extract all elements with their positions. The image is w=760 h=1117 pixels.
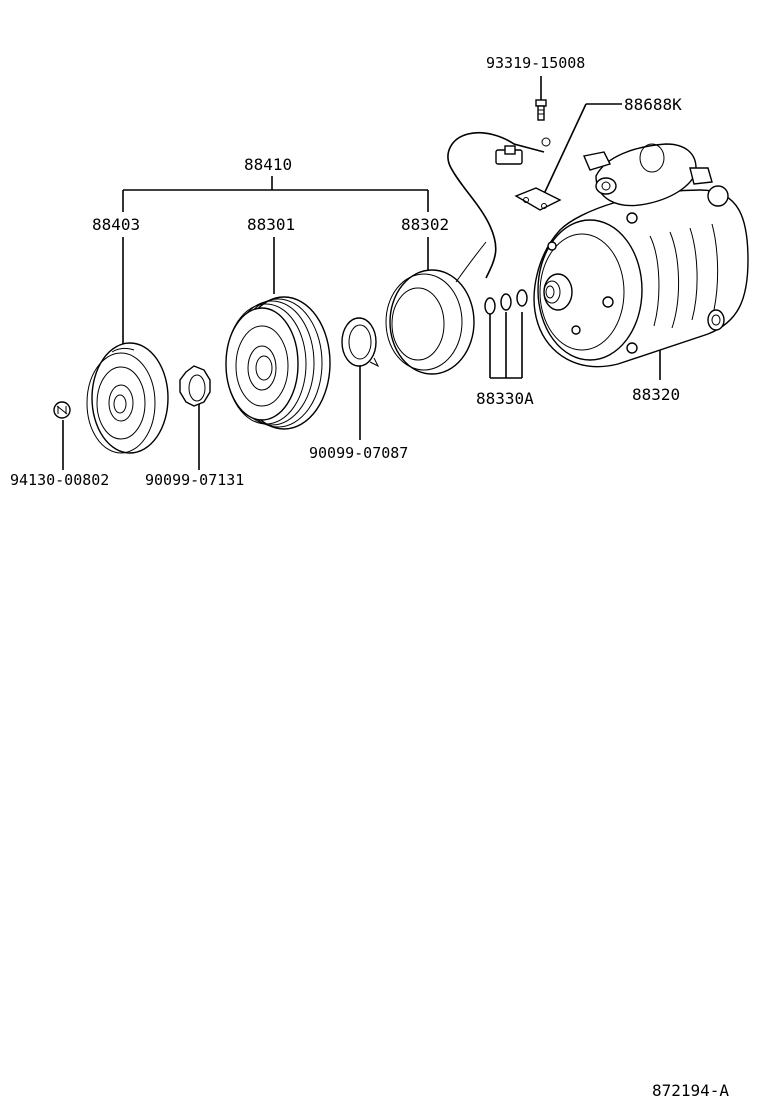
label-88330a: 88330A [476, 389, 534, 408]
nut-illustration [53, 401, 71, 419]
label-88688k: 88688K [624, 95, 682, 114]
field-coil-illustration [385, 241, 487, 375]
wire-harness-illustration [447, 131, 551, 279]
bolt-illustration [535, 99, 547, 121]
label-88302: 88302 [401, 215, 449, 234]
bracket-illustration [514, 187, 562, 211]
pulley-illustration [225, 296, 331, 430]
shim-illustration [179, 365, 211, 407]
label-90099-07131: 90099-07131 [145, 471, 244, 489]
label-90099-07087: 90099-07087 [309, 444, 408, 462]
leader-lines [62, 76, 661, 470]
label-88410: 88410 [244, 155, 292, 174]
compressor-illustration [533, 143, 749, 368]
part-labels: 88410 88403 88301 88302 93319-15008 8868… [10, 54, 682, 489]
label-88403: 88403 [92, 215, 140, 234]
clutch-hub-illustration [86, 342, 169, 454]
label-93319-15008: 93319-15008 [486, 54, 585, 72]
o-rings-illustration [484, 289, 528, 315]
snap-ring-illustration [341, 317, 380, 368]
figure-code: 872194-A [652, 1081, 729, 1100]
label-88320: 88320 [632, 385, 680, 404]
label-94130-00802: 94130-00802 [10, 471, 109, 489]
label-88301: 88301 [247, 215, 295, 234]
